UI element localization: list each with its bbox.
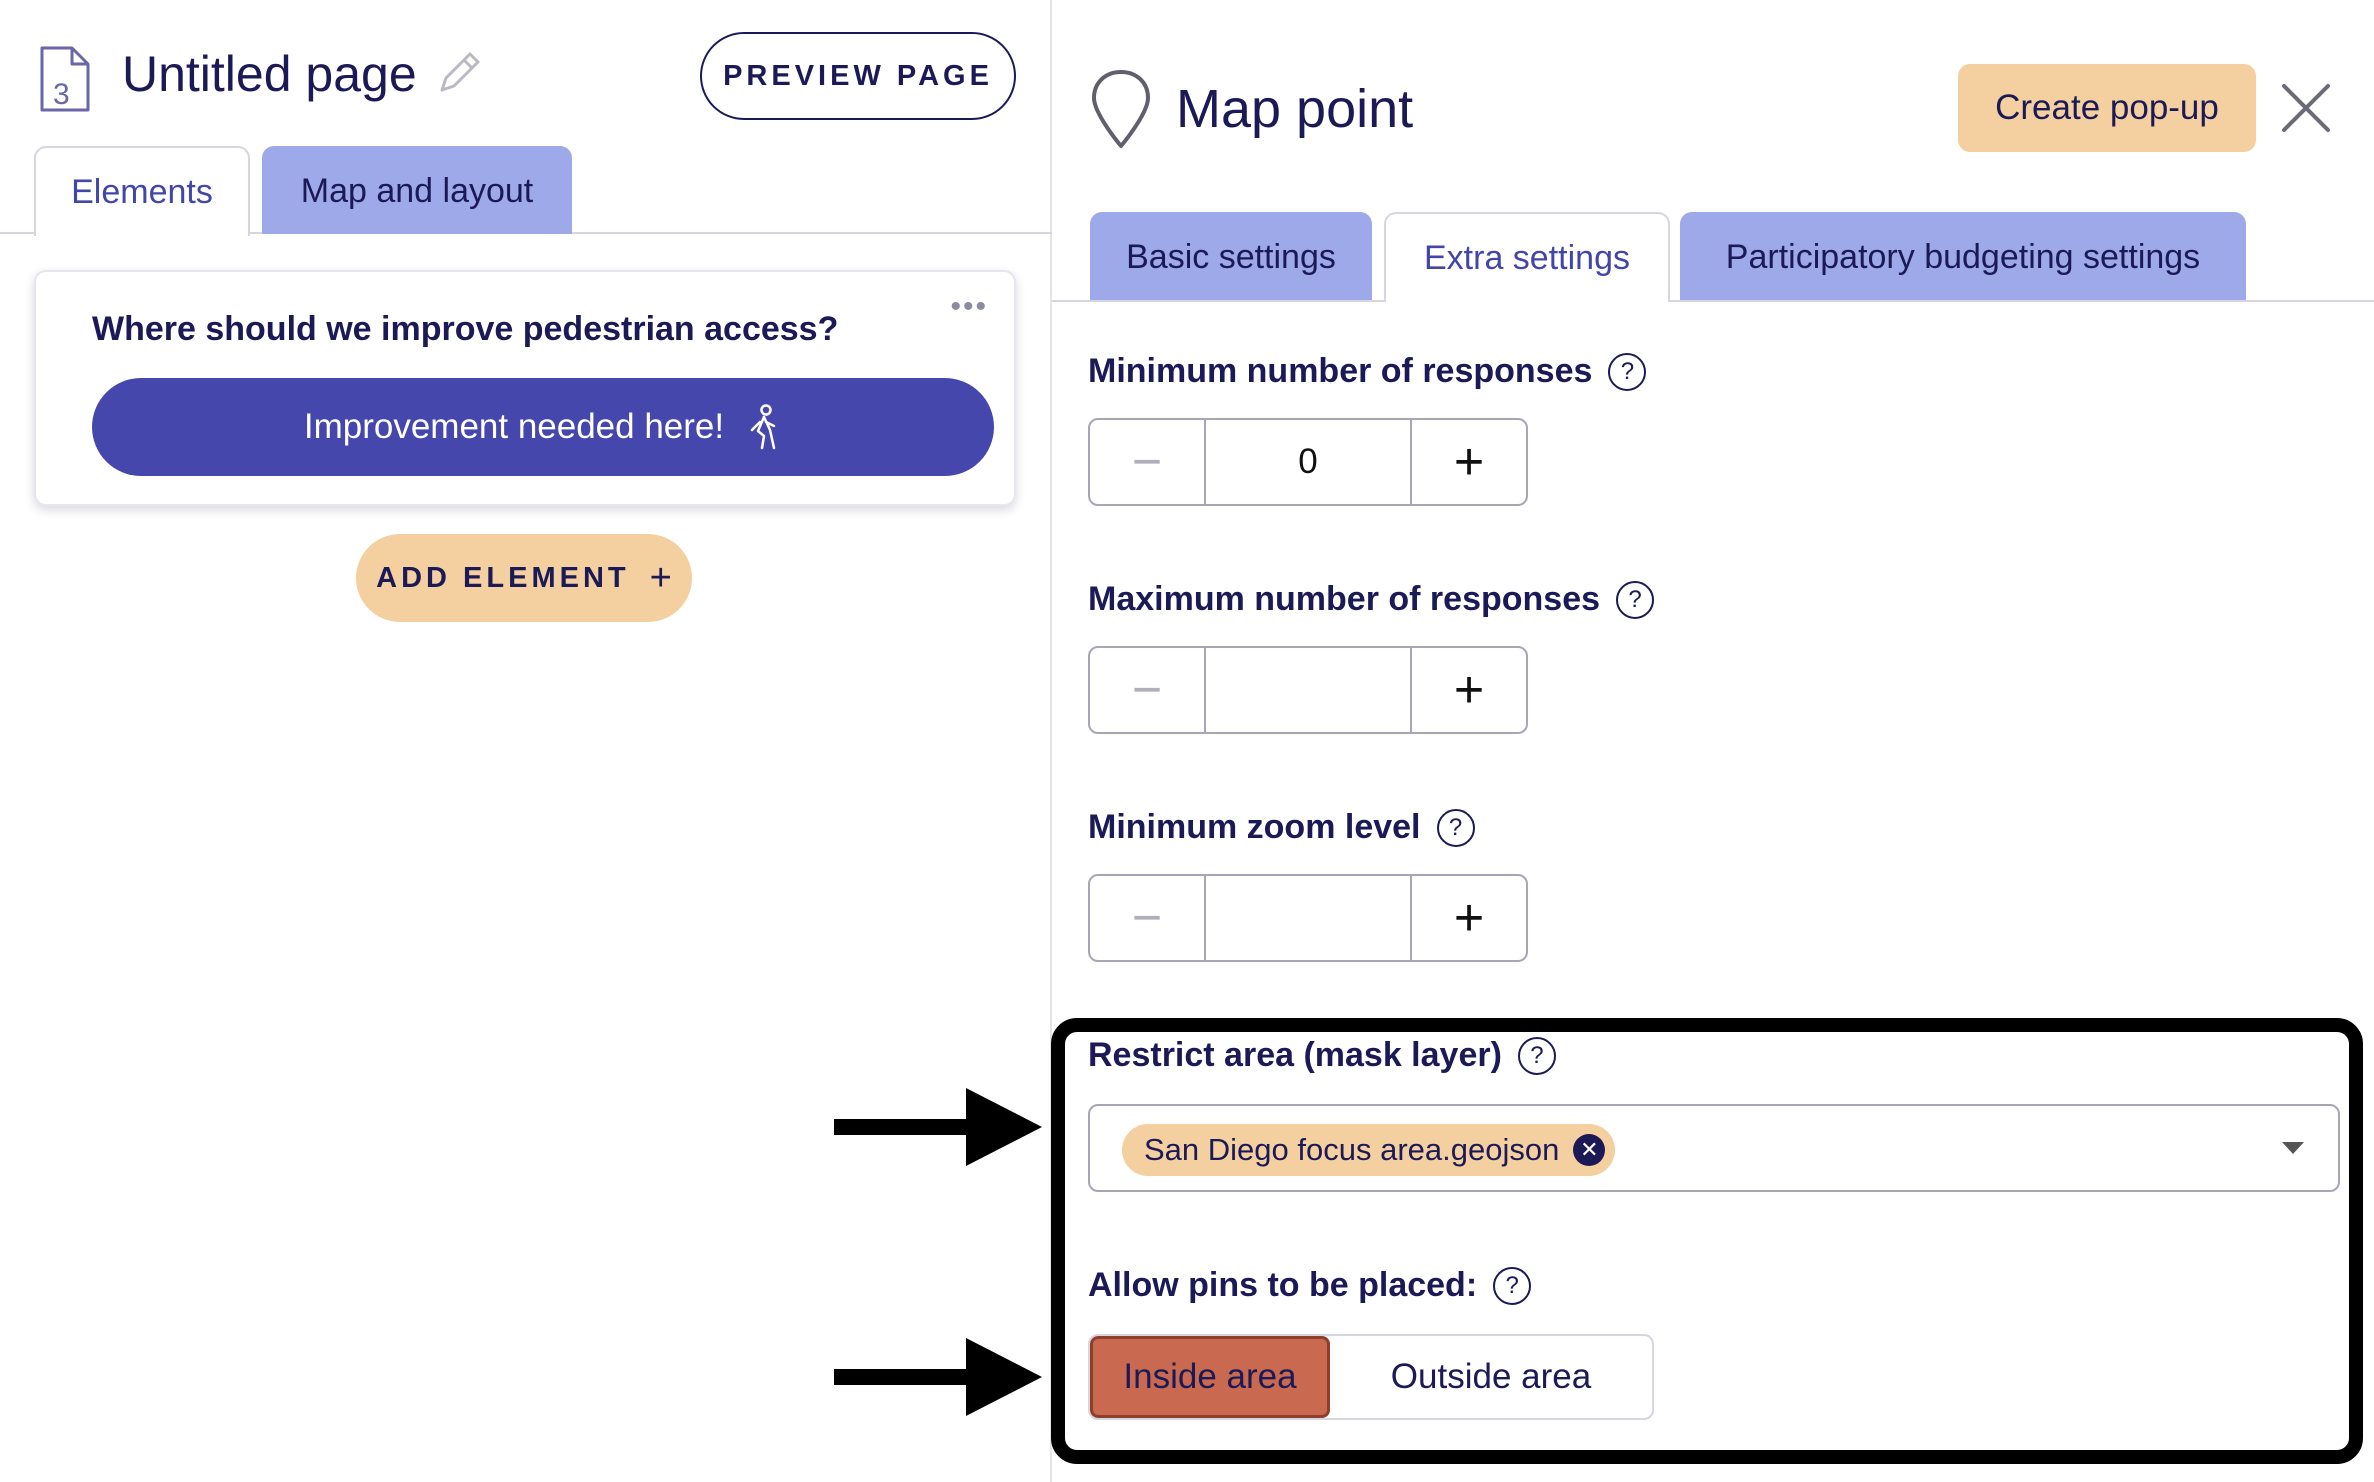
page-title: Untitled page: [122, 46, 417, 102]
highlight-annotation-box: [1051, 1018, 2363, 1464]
preview-page-button[interactable]: PREVIEW PAGE: [700, 32, 1016, 120]
page-document-icon: 3: [40, 46, 90, 112]
label-text: Allow pins to be placed:: [1088, 1266, 1478, 1304]
tab-label: Elements: [71, 172, 213, 211]
arrow-right-icon: [834, 1088, 1042, 1166]
increment-button[interactable]: +: [1410, 648, 1526, 732]
more-options-icon[interactable]: •••: [950, 290, 988, 323]
page-header: 3 Untitled page PREVIEW PAGE: [36, 32, 1036, 120]
increment-button[interactable]: +: [1410, 876, 1526, 960]
close-icon[interactable]: [2278, 80, 2334, 136]
pin-placement-toggle: Inside area Outside area: [1088, 1334, 1654, 1420]
decrement-button[interactable]: −: [1090, 648, 1206, 732]
restrict-area-label: Restrict area (mask layer) ?: [1088, 1036, 1556, 1075]
chip-label: San Diego focus area.geojson: [1144, 1132, 1560, 1167]
tab-participatory-budgeting-settings[interactable]: Participatory budgeting settings: [1680, 212, 2246, 300]
tab-map-and-layout[interactable]: Map and layout: [262, 146, 572, 234]
decrement-button[interactable]: −: [1090, 420, 1206, 504]
tab-basic-settings[interactable]: Basic settings: [1090, 212, 1372, 300]
create-popup-button[interactable]: Create pop-up: [1958, 64, 2256, 152]
plus-icon: +: [649, 557, 672, 599]
add-element-button[interactable]: ADD ELEMENT +: [356, 534, 692, 622]
right-tab-bar: Basic settings Extra settings Participat…: [1052, 212, 2374, 302]
help-icon[interactable]: ?: [1436, 808, 1475, 847]
remove-chip-icon[interactable]: ✕: [1573, 1134, 1606, 1166]
tab-extra-settings[interactable]: Extra settings: [1384, 212, 1670, 302]
min-zoom-label: Minimum zoom level ?: [1088, 808, 1475, 847]
increment-button[interactable]: +: [1410, 420, 1526, 504]
tab-elements[interactable]: Elements: [34, 146, 250, 236]
inside-area-option[interactable]: Inside area: [1090, 1336, 1330, 1418]
element-card[interactable]: ••• Where should we improve pedestrian a…: [34, 270, 1016, 506]
card-button-label: Improvement needed here!: [303, 407, 725, 446]
min-responses-label: Minimum number of responses ?: [1088, 352, 1647, 391]
page-number: 3: [53, 78, 70, 111]
help-icon[interactable]: ?: [1608, 352, 1647, 391]
help-icon[interactable]: ?: [1517, 1036, 1556, 1075]
max-responses-label: Maximum number of responses ?: [1088, 580, 1655, 619]
improvement-needed-button[interactable]: Improvement needed here!: [92, 378, 994, 476]
help-icon[interactable]: ?: [1493, 1266, 1532, 1305]
label-text: Restrict area (mask layer): [1088, 1036, 1502, 1074]
min-responses-stepper: − 0 +: [1088, 418, 1528, 506]
chevron-down-icon[interactable]: [2282, 1142, 2304, 1154]
card-question: Where should we improve pedestrian acces…: [92, 310, 839, 348]
page-editor-panel: 3 Untitled page PREVIEW PAGE Elements Ma…: [0, 0, 1052, 1482]
left-tab-bar: Elements Map and layout: [0, 146, 1052, 236]
min-zoom-input[interactable]: [1206, 876, 1410, 960]
add-element-label: ADD ELEMENT: [376, 561, 630, 594]
help-icon[interactable]: ?: [1616, 580, 1655, 619]
label-text: Minimum number of responses: [1088, 352, 1593, 390]
allow-pins-label: Allow pins to be placed: ?: [1088, 1266, 1532, 1305]
tab-label: Map and layout: [300, 171, 534, 210]
min-zoom-stepper: − +: [1088, 874, 1528, 962]
panel-title: Map point: [1176, 79, 1414, 139]
mask-layer-select[interactable]: San Diego focus area.geojson ✕: [1088, 1104, 2340, 1192]
max-responses-stepper: − +: [1088, 646, 1528, 734]
decrement-button[interactable]: −: [1090, 876, 1206, 960]
arrow-right-icon: [834, 1338, 1042, 1416]
walking-person-icon: [750, 404, 776, 450]
tab-label: Basic settings: [1126, 237, 1336, 276]
tab-label: Participatory budgeting settings: [1725, 237, 2201, 276]
tab-label: Extra settings: [1424, 238, 1630, 277]
outside-area-option[interactable]: Outside area: [1390, 1357, 1592, 1396]
label-text: Maximum number of responses: [1088, 580, 1601, 618]
map-point-settings-panel: Map point Create pop-up Basic settings E…: [1051, 0, 2374, 1482]
pencil-edit-icon[interactable]: [432, 44, 488, 100]
selected-file-chip: San Diego focus area.geojson ✕: [1122, 1124, 1616, 1176]
map-pin-icon: [1092, 70, 1150, 148]
max-responses-input[interactable]: [1206, 648, 1410, 732]
min-responses-input[interactable]: 0: [1298, 442, 1318, 481]
label-text: Minimum zoom level: [1088, 808, 1421, 846]
